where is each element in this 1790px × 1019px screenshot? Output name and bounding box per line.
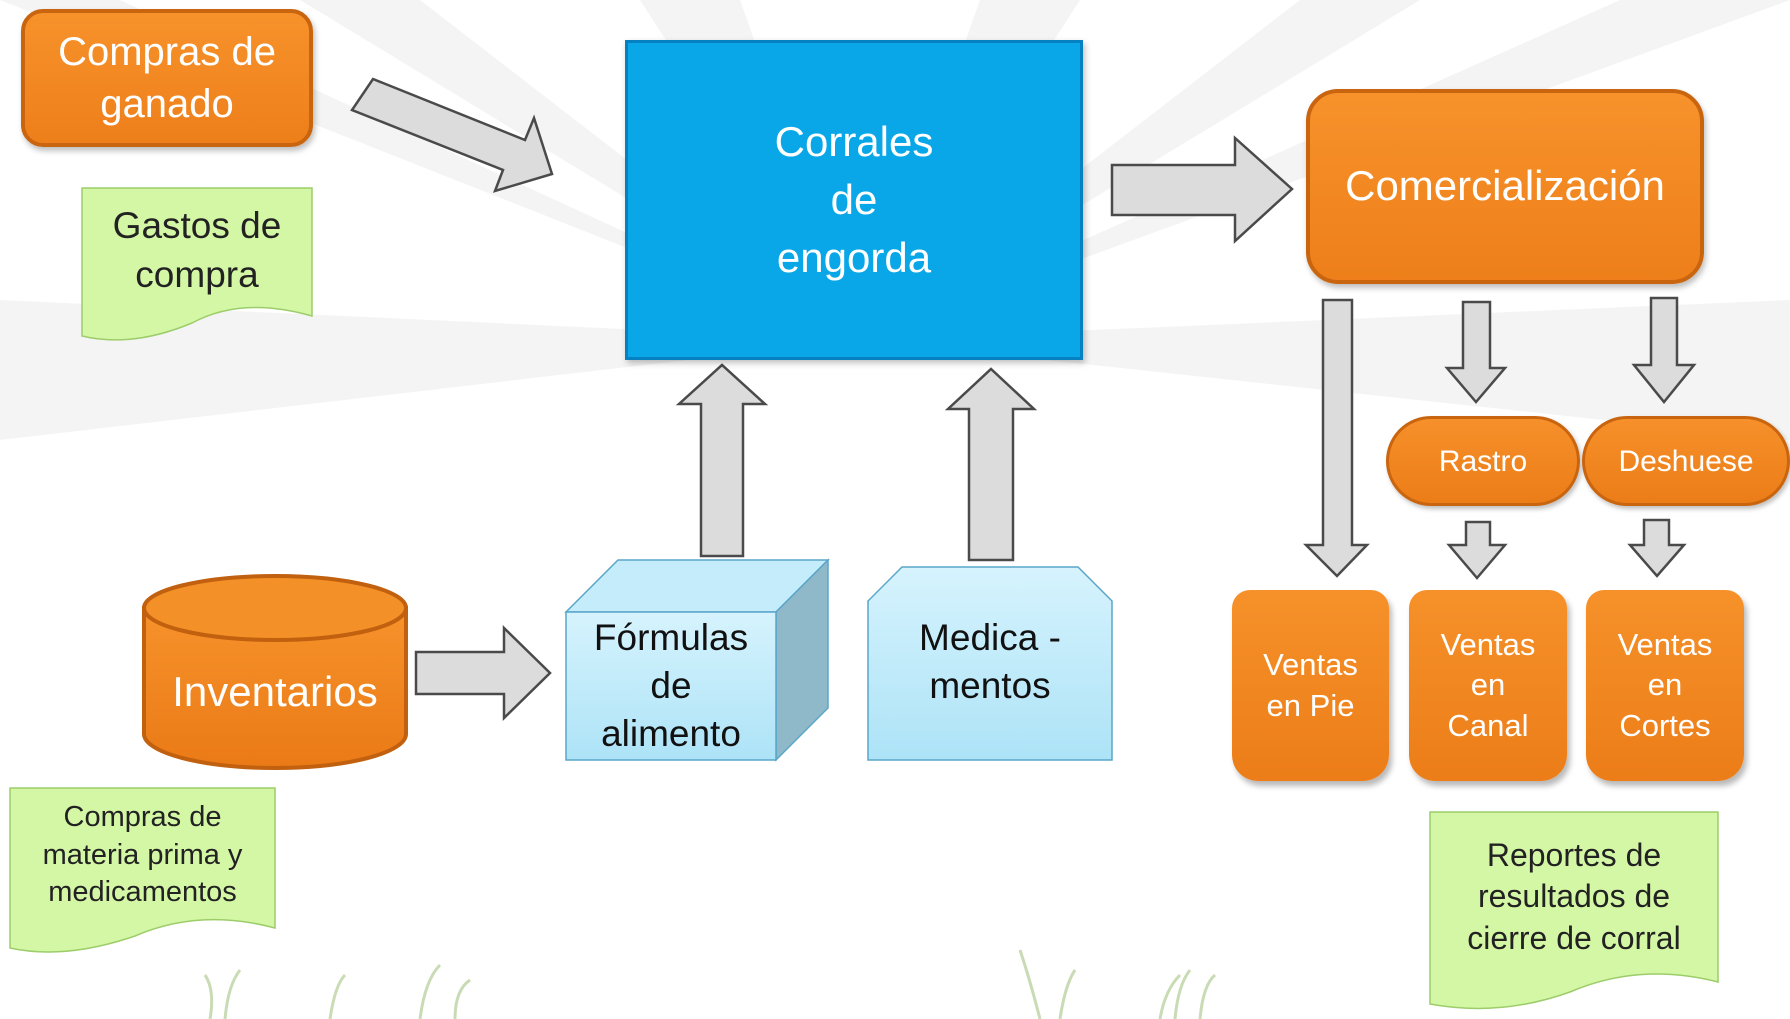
- formulas-label: Fórmulas de alimento: [593, 616, 749, 755]
- reportes-label: Reportes de resultados de cierre de corr…: [1467, 836, 1681, 956]
- gastos-compra-doc: Gastos de compra: [81, 187, 313, 348]
- corrales-label: Corrales de engorda: [774, 118, 934, 281]
- ventas-pie-label: Ventas en Pie: [1263, 647, 1358, 723]
- doc-shape: [81, 187, 313, 341]
- doc-shape: [9, 787, 276, 953]
- comercializacion-label: Comercialización: [1345, 162, 1665, 210]
- gastos-compra-label: Gastos de compra: [112, 205, 282, 295]
- formulas-cube: Fórmulas de alimento: [564, 558, 830, 762]
- corrales-box: Corrales de engorda: [625, 40, 1083, 360]
- reportes-doc: Reportes de resultados de cierre de corr…: [1429, 811, 1719, 1019]
- compras-materia-doc: Compras de materia prima y medicamentos: [9, 787, 276, 963]
- ventas-canal-box: Ventas en Canal: [1409, 590, 1567, 781]
- deshuese-box: Deshuese: [1582, 416, 1790, 506]
- ventas-canal-label: Ventas en Canal: [1440, 627, 1536, 743]
- snip-shape: [867, 566, 1113, 761]
- medicamentos-box: Medica - mentos: [867, 566, 1113, 761]
- cube-shape: [564, 558, 830, 762]
- compras-materia-label: Compras de materia prima y medicamentos: [42, 800, 243, 909]
- rastro-box: Rastro: [1386, 416, 1580, 506]
- medicamentos-label: Medica - mentos: [919, 616, 1061, 706]
- ventas-cortes-label: Ventas en Cortes: [1617, 627, 1713, 743]
- inventarios-label: Inventarios: [172, 667, 378, 715]
- comercializacion-box: Comercialización: [1306, 89, 1704, 284]
- compras-ganado-box: Compras de ganado: [21, 9, 313, 147]
- grass-decoration: [203, 949, 1217, 1019]
- cylinder-shape: [142, 574, 408, 770]
- ventas-cortes-box: Ventas en Cortes: [1586, 590, 1744, 781]
- deshuese-label: Deshuese: [1618, 444, 1754, 478]
- inventarios-cylinder: Inventarios: [140, 572, 410, 772]
- compras-ganado-label: Compras de ganado: [58, 30, 276, 126]
- rastro-label: Rastro: [1438, 444, 1528, 478]
- ventas-pie-box: Ventas en Pie: [1232, 590, 1389, 781]
- doc-shape: [1429, 811, 1719, 1010]
